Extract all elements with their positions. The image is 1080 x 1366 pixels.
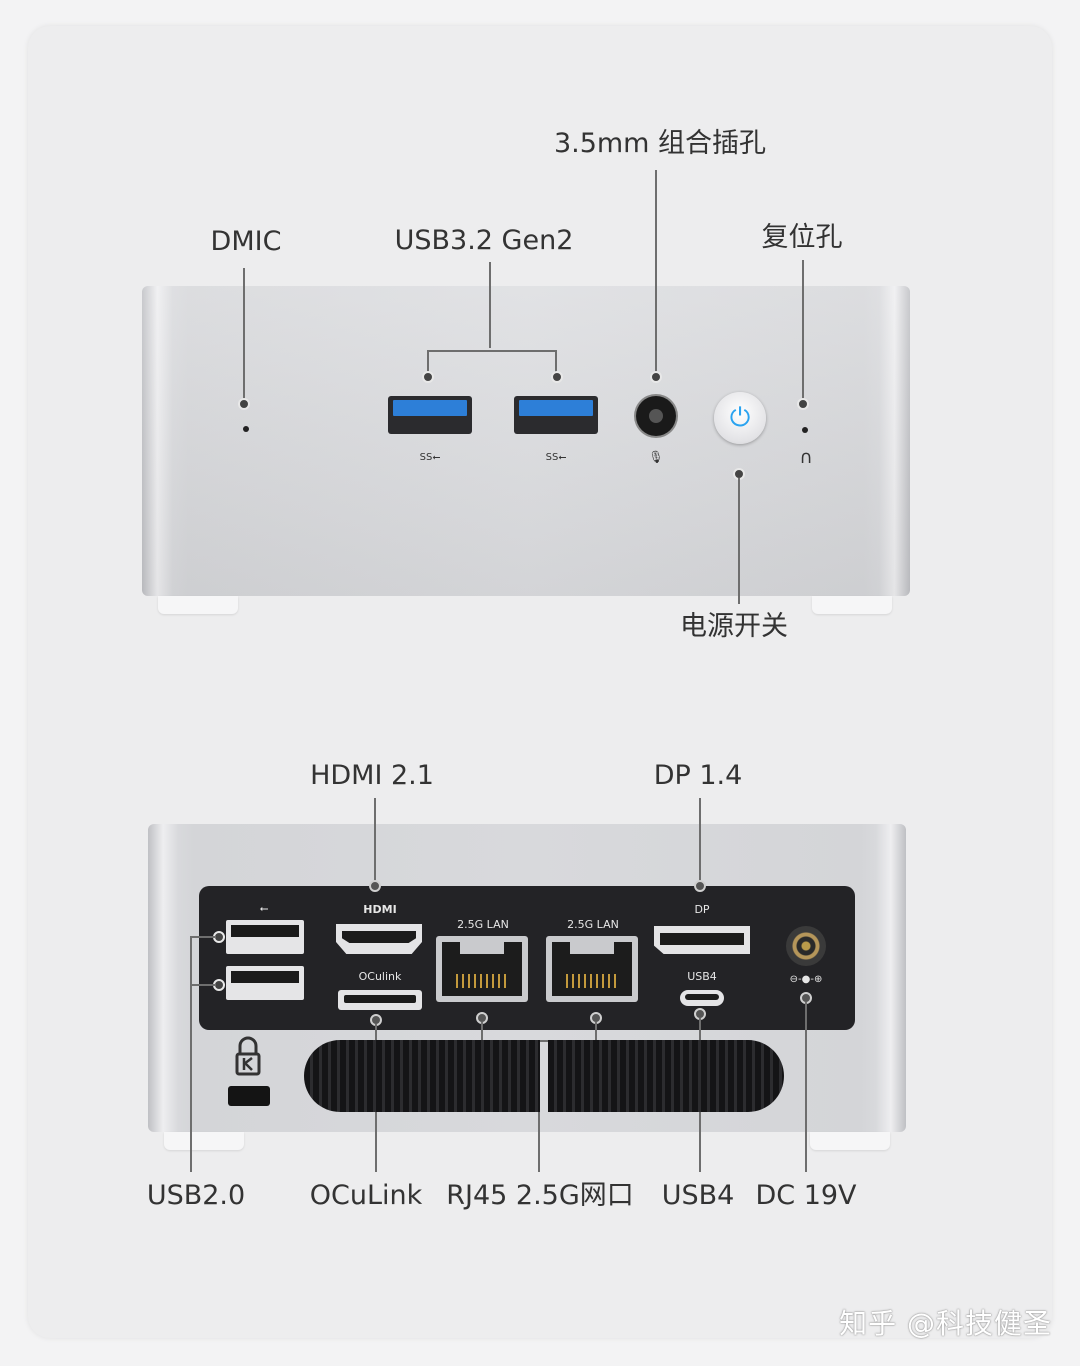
dc-jack	[786, 926, 826, 966]
mic-icon: 🎙	[648, 450, 664, 464]
rj45-port-1	[436, 936, 528, 1002]
usb32-port-1	[388, 396, 472, 434]
lan1-marking: 2.5G LAN	[457, 918, 509, 931]
hdmi-label: HDMI 2.1	[310, 760, 434, 791]
hdmi-pointer-dot	[369, 880, 381, 892]
dc-polarity-icon: ⊖-●-⊕	[789, 974, 823, 985]
reset-icon: ∩	[799, 447, 813, 468]
rear-foot-left	[164, 1132, 244, 1150]
ss-usb-icon-2: SS⭠	[545, 452, 567, 463]
dp-port	[654, 926, 750, 954]
usb4-label: USB4	[661, 1180, 735, 1211]
usb4-marking: USB4	[687, 970, 717, 983]
usb32-bracket	[427, 350, 557, 352]
usb32-pointer-dot-2	[551, 371, 563, 383]
dc-label: DC 19V	[755, 1180, 857, 1211]
ss-usb-icon-1: SS⭠	[419, 452, 441, 463]
watermark: 知乎 @科技健圣	[839, 1307, 1052, 1340]
dp-label: DP 1.4	[653, 760, 743, 791]
reset-leader-line	[802, 260, 804, 404]
power-icon: ⏻	[729, 402, 751, 433]
dc-leader-line	[805, 1002, 807, 1172]
usb32-port-2	[514, 396, 598, 434]
rear-foot-right	[810, 1132, 890, 1150]
usb20-bracket-top	[190, 936, 216, 938]
dp-pointer-dot	[694, 880, 706, 892]
audio-pointer-dot	[650, 371, 662, 383]
usb32-bracket-right	[555, 350, 557, 376]
usb32-label: USB3.2 Gen2	[394, 225, 574, 256]
dmic-pointer-dot	[238, 398, 250, 410]
oculink-label: OCuLink	[309, 1180, 423, 1211]
rj45-bracket-right	[595, 1022, 597, 1040]
dmic-hole	[243, 426, 249, 432]
usb20-port-1	[226, 920, 304, 954]
rj45-bracket-left	[481, 1022, 483, 1040]
reset-pointer-dot	[797, 398, 809, 410]
audio-jack-label: 3.5mm 组合插孔	[553, 128, 767, 159]
oculink-port	[338, 990, 422, 1010]
rj45-label: RJ45 2.5G网口	[446, 1180, 634, 1211]
vent-left	[304, 1040, 540, 1112]
dp-leader-line	[699, 798, 701, 884]
rj45-port-2	[546, 936, 638, 1002]
usb20-bracket-bottom	[190, 984, 216, 986]
hdmi-leader-line	[374, 798, 376, 884]
usb4-port	[680, 990, 724, 1006]
kensington-lock-icon	[234, 1036, 262, 1085]
vent-right	[548, 1040, 784, 1112]
hdmi-logo: HDMI	[363, 903, 397, 916]
lan2-marking: 2.5G LAN	[567, 918, 619, 931]
kensington-lock-slot	[228, 1086, 270, 1106]
usb20-port-2	[226, 966, 304, 1000]
usb20-label: USB2.0	[146, 1180, 246, 1211]
dmic-leader-line	[243, 268, 245, 404]
oculink-marking: OCulink	[358, 970, 402, 983]
hdmi-port	[336, 924, 422, 954]
power-button: ⏻	[714, 392, 766, 444]
front-foot-right	[812, 596, 892, 614]
reset-hole	[802, 427, 808, 433]
usb-icon: ⭠	[259, 902, 269, 915]
audio-jack	[636, 396, 676, 436]
usb20-leader-line	[190, 936, 192, 1172]
usb32-leader-line	[489, 262, 491, 348]
usb32-bracket-left	[427, 350, 429, 376]
audio-leader-line	[655, 170, 657, 376]
reset-hole-label: 复位孔	[761, 222, 843, 253]
usb32-pointer-dot-1	[422, 371, 434, 383]
front-foot-left	[158, 596, 238, 614]
dmic-label: DMIC	[210, 226, 282, 257]
power-leader-line	[738, 478, 740, 604]
dp-marking: DP	[694, 903, 710, 916]
power-switch-label: 电源开关	[680, 611, 788, 642]
front-panel	[142, 286, 910, 596]
